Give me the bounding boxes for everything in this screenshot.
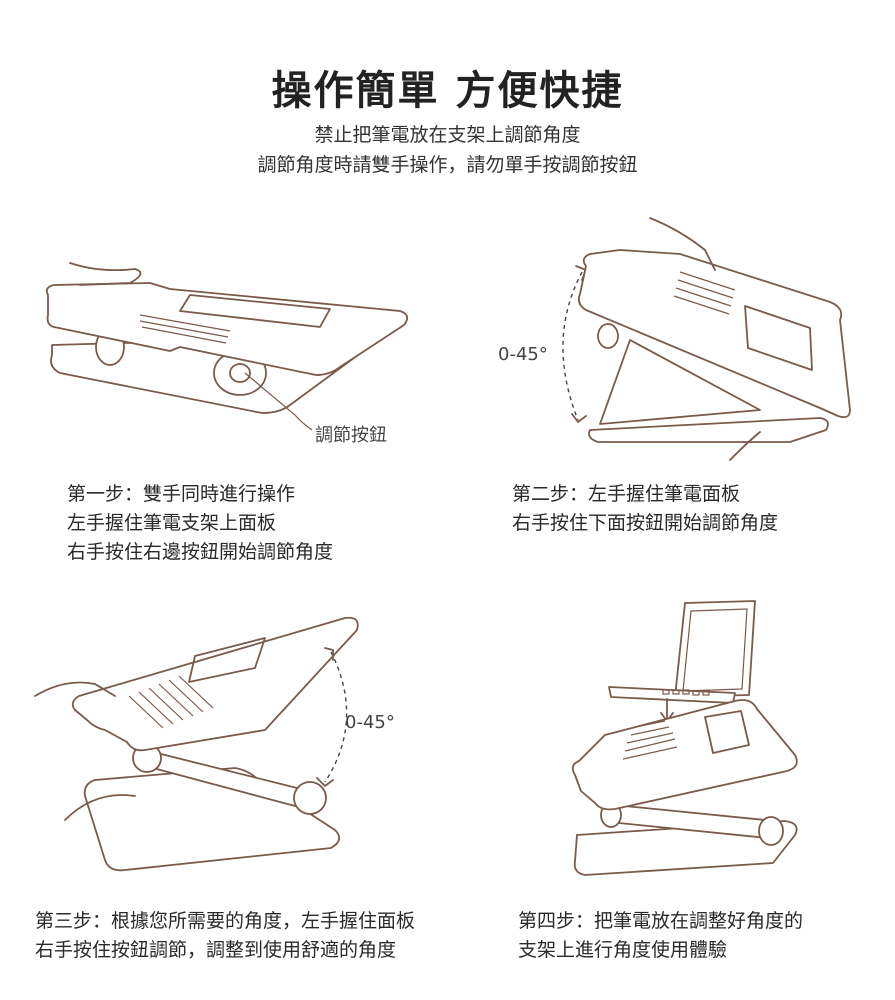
step4-text: 第四步：把筆電放在調整好角度的 支架上進行角度使用體驗 [518, 907, 803, 965]
step3-text: 第三步：根據您所需要的角度，左手握住面板 右手按住按鈕調節，調整到使用舒適的角度 [35, 907, 415, 965]
step2-line-1: 第二步：左手握住筆電面板 [512, 483, 741, 505]
step4-line-2: 支架上進行角度使用體驗 [518, 939, 728, 961]
step2-illustration: 0-45° [490, 210, 870, 465]
warning-line-2: 調節角度時請雙手操作，請勿單手按調節按鈕 [257, 154, 638, 176]
step1-text: 第一步：雙手同時進行操作 左手握住筆電支架上面板 右手按住右邊按鈕開始調節角度 [67, 480, 333, 567]
step3-line-2: 右手按住按鈕調節，調整到使用舒適的角度 [35, 939, 397, 961]
step3-illustration: 0-45° [34, 600, 435, 880]
step4-line-1: 第四步：把筆電放在調整好角度的 [518, 910, 804, 932]
step1-illustration: 調節按鈕 [40, 255, 420, 450]
step2-angle-label: 0-45° [498, 344, 548, 365]
step2-text: 第二步：左手握住筆電面板 右手按住下面按鈕開始調節角度 [512, 480, 778, 538]
step2-line-2: 右手按住下面按鈕開始調節角度 [512, 512, 779, 534]
step1-line-2: 左手握住筆電支架上面板 [67, 512, 277, 534]
button-callout-label: 調節按鈕 [315, 425, 387, 446]
step1-line-1: 第一步：雙手同時進行操作 [67, 483, 296, 505]
step3-line-1: 第三步：根據您所需要的角度，左手握住面板 [35, 910, 416, 932]
step4-illustration [545, 595, 835, 885]
step3-angle-label: 0-45° [345, 712, 395, 733]
page-title: 操作簡單 方便快捷 [271, 68, 624, 114]
warning-line-1: 禁止把筆電放在支架上調節角度 [314, 124, 581, 146]
step1-line-3: 右手按住右邊按鈕開始調節角度 [67, 541, 334, 563]
